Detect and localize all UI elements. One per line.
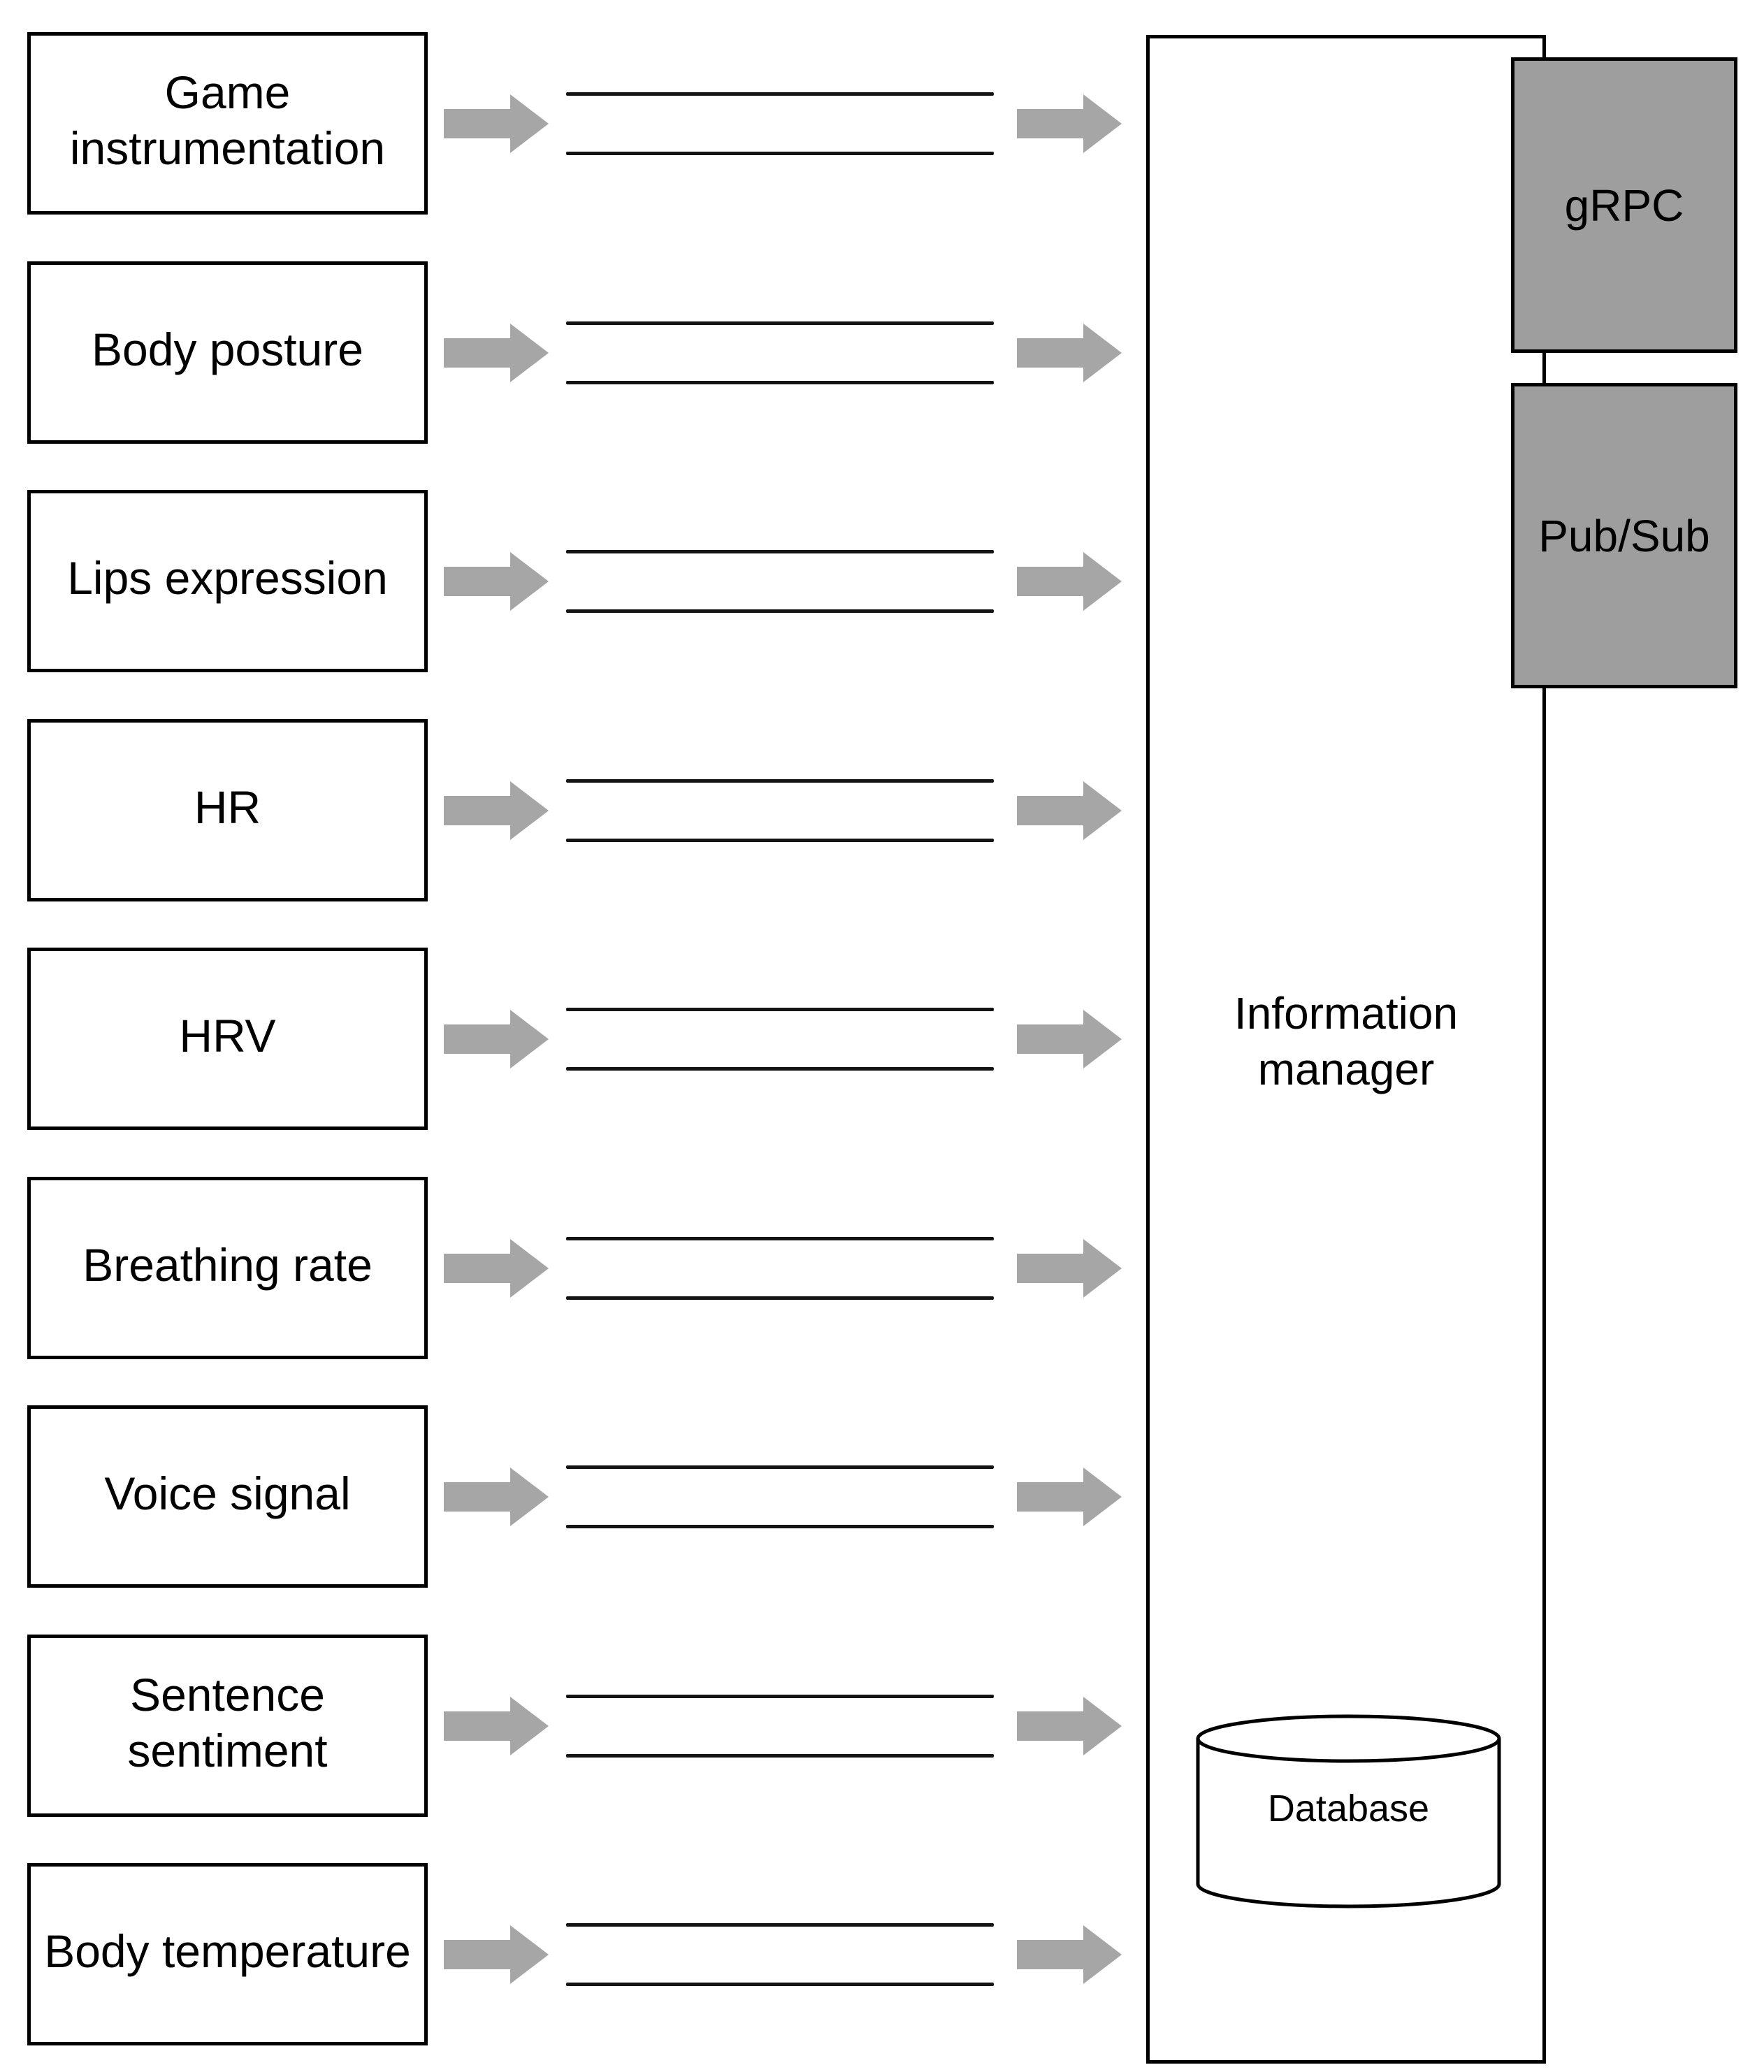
grpc-label: gRPC [1564,180,1684,231]
source-label: Body posture [92,323,363,375]
channel-line-bottom [566,152,994,155]
channel-line-bottom [566,1296,994,1300]
source-box: HRV [27,948,428,1130]
arrow-right-icon [1017,1468,1122,1526]
channel-line-top [566,92,994,96]
channel-line-top [566,779,994,783]
source-box: Breathing rate [27,1177,428,1359]
source-box: Voice signal [27,1405,428,1588]
channel-line-top [566,1695,994,1698]
arrow-right-icon [444,324,549,382]
source-label: HRV [179,1009,276,1062]
source-label: Body temperature [44,1925,411,1977]
channel-line-top [566,550,994,553]
source-label: Lips expression [67,551,388,604]
arrow-right-icon [444,1697,549,1755]
pubsub-box: Pub/Sub [1511,383,1737,688]
channel-line-top [566,1465,994,1469]
channel-line-top [566,1923,994,1927]
arrow-right-icon [444,781,549,840]
arrow-right-icon [444,1010,549,1068]
pubsub-label: Pub/Sub [1538,510,1710,561]
arrow-right-icon [444,1468,549,1526]
source-label: HR [194,781,261,833]
arrow-right-icon [1017,552,1122,611]
arrow-right-icon [1017,1697,1122,1755]
arrow-right-icon [444,94,549,153]
channel-line-top [566,321,994,325]
channel-line-bottom [566,1067,994,1071]
arrow-right-icon [1017,1925,1122,1984]
source-label: Breathing rate [82,1238,373,1291]
source-box: Body posture [27,261,428,444]
database-cylinder-icon: Database [1196,1714,1501,1909]
channel-line-bottom [566,1525,994,1528]
arrow-right-icon [1017,1239,1122,1298]
arrow-right-icon [444,1925,549,1984]
channel-line-bottom [566,381,994,384]
arrow-right-icon [444,552,549,611]
channel-line-top [566,1237,994,1240]
source-box: Sentence sentiment [27,1635,428,1817]
database-label: Database [1267,1788,1430,1830]
channel-line-bottom [566,839,994,842]
channel-line-top [566,1008,994,1011]
arrow-right-icon [1017,1010,1122,1068]
channel-line-bottom [566,1983,994,1986]
channel-line-bottom [566,609,994,613]
source-box: Lips expression [27,490,428,672]
source-label: Voice signal [104,1467,351,1519]
grpc-box: gRPC [1511,57,1737,353]
source-box: Body temperature [27,1863,428,2045]
source-label: Sentence sentiment [127,1668,328,1776]
arrow-right-icon [1017,781,1122,840]
source-box: HR [27,719,428,901]
source-box: Game instrumentation [27,32,428,215]
information-manager-label: Information manager [1234,988,1459,1094]
source-label: Game instrumentation [69,66,386,174]
arrow-right-icon [444,1239,549,1298]
arrow-right-icon [1017,324,1122,382]
arrow-right-icon [1017,94,1122,153]
channel-line-bottom [566,1754,994,1758]
